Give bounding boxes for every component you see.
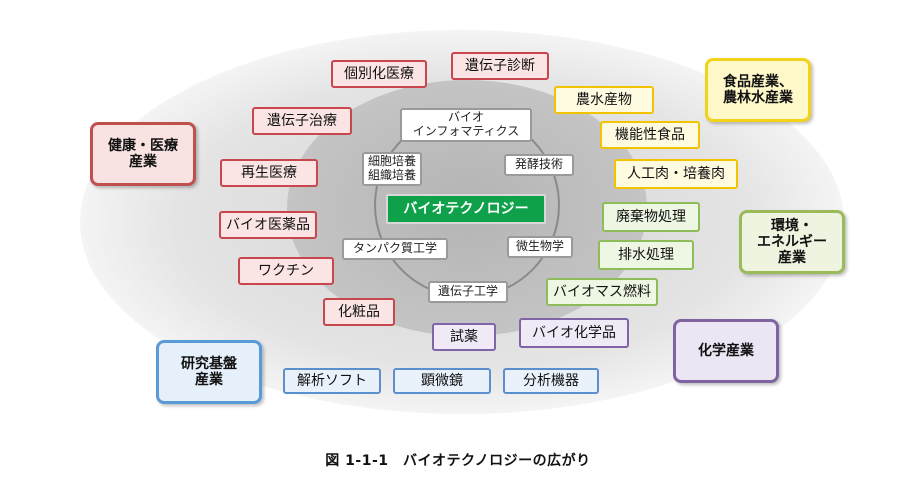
app-analytical-instruments: 分析機器 [503, 368, 599, 394]
industry-healthcare: 健康・医療 産業 [90, 122, 196, 186]
app-bio-chemicals: バイオ化学品 [519, 318, 629, 348]
app-wastewater-treatment: 排水処理 [598, 240, 694, 270]
tech-genetic-engineering: 遺伝子工学 [428, 281, 508, 303]
app-microscope: 顕微鏡 [393, 368, 491, 394]
app-personalized-medicine: 個別化医療 [331, 60, 427, 88]
industry-research-infrastructure: 研究基盤 産業 [156, 340, 262, 404]
figure-caption: 図 1-1-1 バイオテクノロジーの広がり [325, 453, 591, 469]
tech-fermentation: 発酵技術 [504, 154, 574, 176]
app-vaccine: ワクチン [238, 257, 334, 285]
tech-microbiology: 微生物学 [507, 236, 573, 258]
app-genetic-diagnosis: 遺伝子診断 [451, 52, 549, 80]
app-waste-treatment: 廃棄物処理 [602, 202, 700, 232]
app-cosmetics: 化粧品 [323, 298, 395, 326]
core-biotechnology: バイオテクノロジー [386, 194, 546, 224]
app-agricultural-products: 農水産物 [554, 86, 654, 114]
app-analysis-software: 解析ソフト [283, 368, 381, 394]
industry-environment-energy: 環境・ エネルギー 産業 [739, 210, 845, 274]
app-cultured-meat: 人工肉・培養肉 [614, 159, 738, 189]
tech-cell-culture: 細胞培養 組織培養 [362, 152, 422, 186]
tech-protein-engineering: タンパク質工学 [342, 238, 448, 260]
app-reagents: 試薬 [432, 323, 496, 351]
app-functional-foods: 機能性食品 [600, 121, 700, 149]
industry-food-agriculture: 食品産業、 農林水産業 [705, 58, 811, 122]
app-regenerative-medicine: 再生医療 [220, 159, 318, 187]
app-biomass-fuel: バイオマス燃料 [546, 278, 658, 306]
app-bio-pharmaceuticals: バイオ医薬品 [219, 211, 317, 239]
tech-bioinformatics: バイオ インフォマティクス [400, 108, 532, 142]
app-gene-therapy: 遺伝子治療 [252, 107, 352, 135]
industry-chemical: 化学産業 [673, 319, 779, 383]
